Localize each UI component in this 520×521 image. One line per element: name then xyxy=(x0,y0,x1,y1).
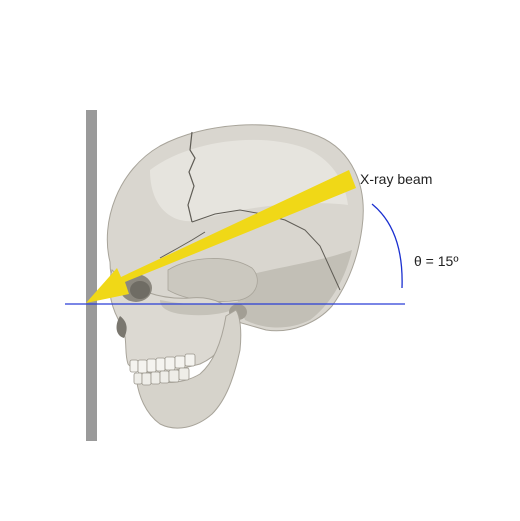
xray-beam-arrow xyxy=(86,170,356,303)
skull-lateral-view-icon xyxy=(106,124,364,429)
xray-beam-label: X-ray beam xyxy=(360,171,433,187)
detector-plate-icon xyxy=(86,110,97,441)
angle-label: θ = 15º xyxy=(414,253,459,269)
angle-arc xyxy=(371,203,403,289)
